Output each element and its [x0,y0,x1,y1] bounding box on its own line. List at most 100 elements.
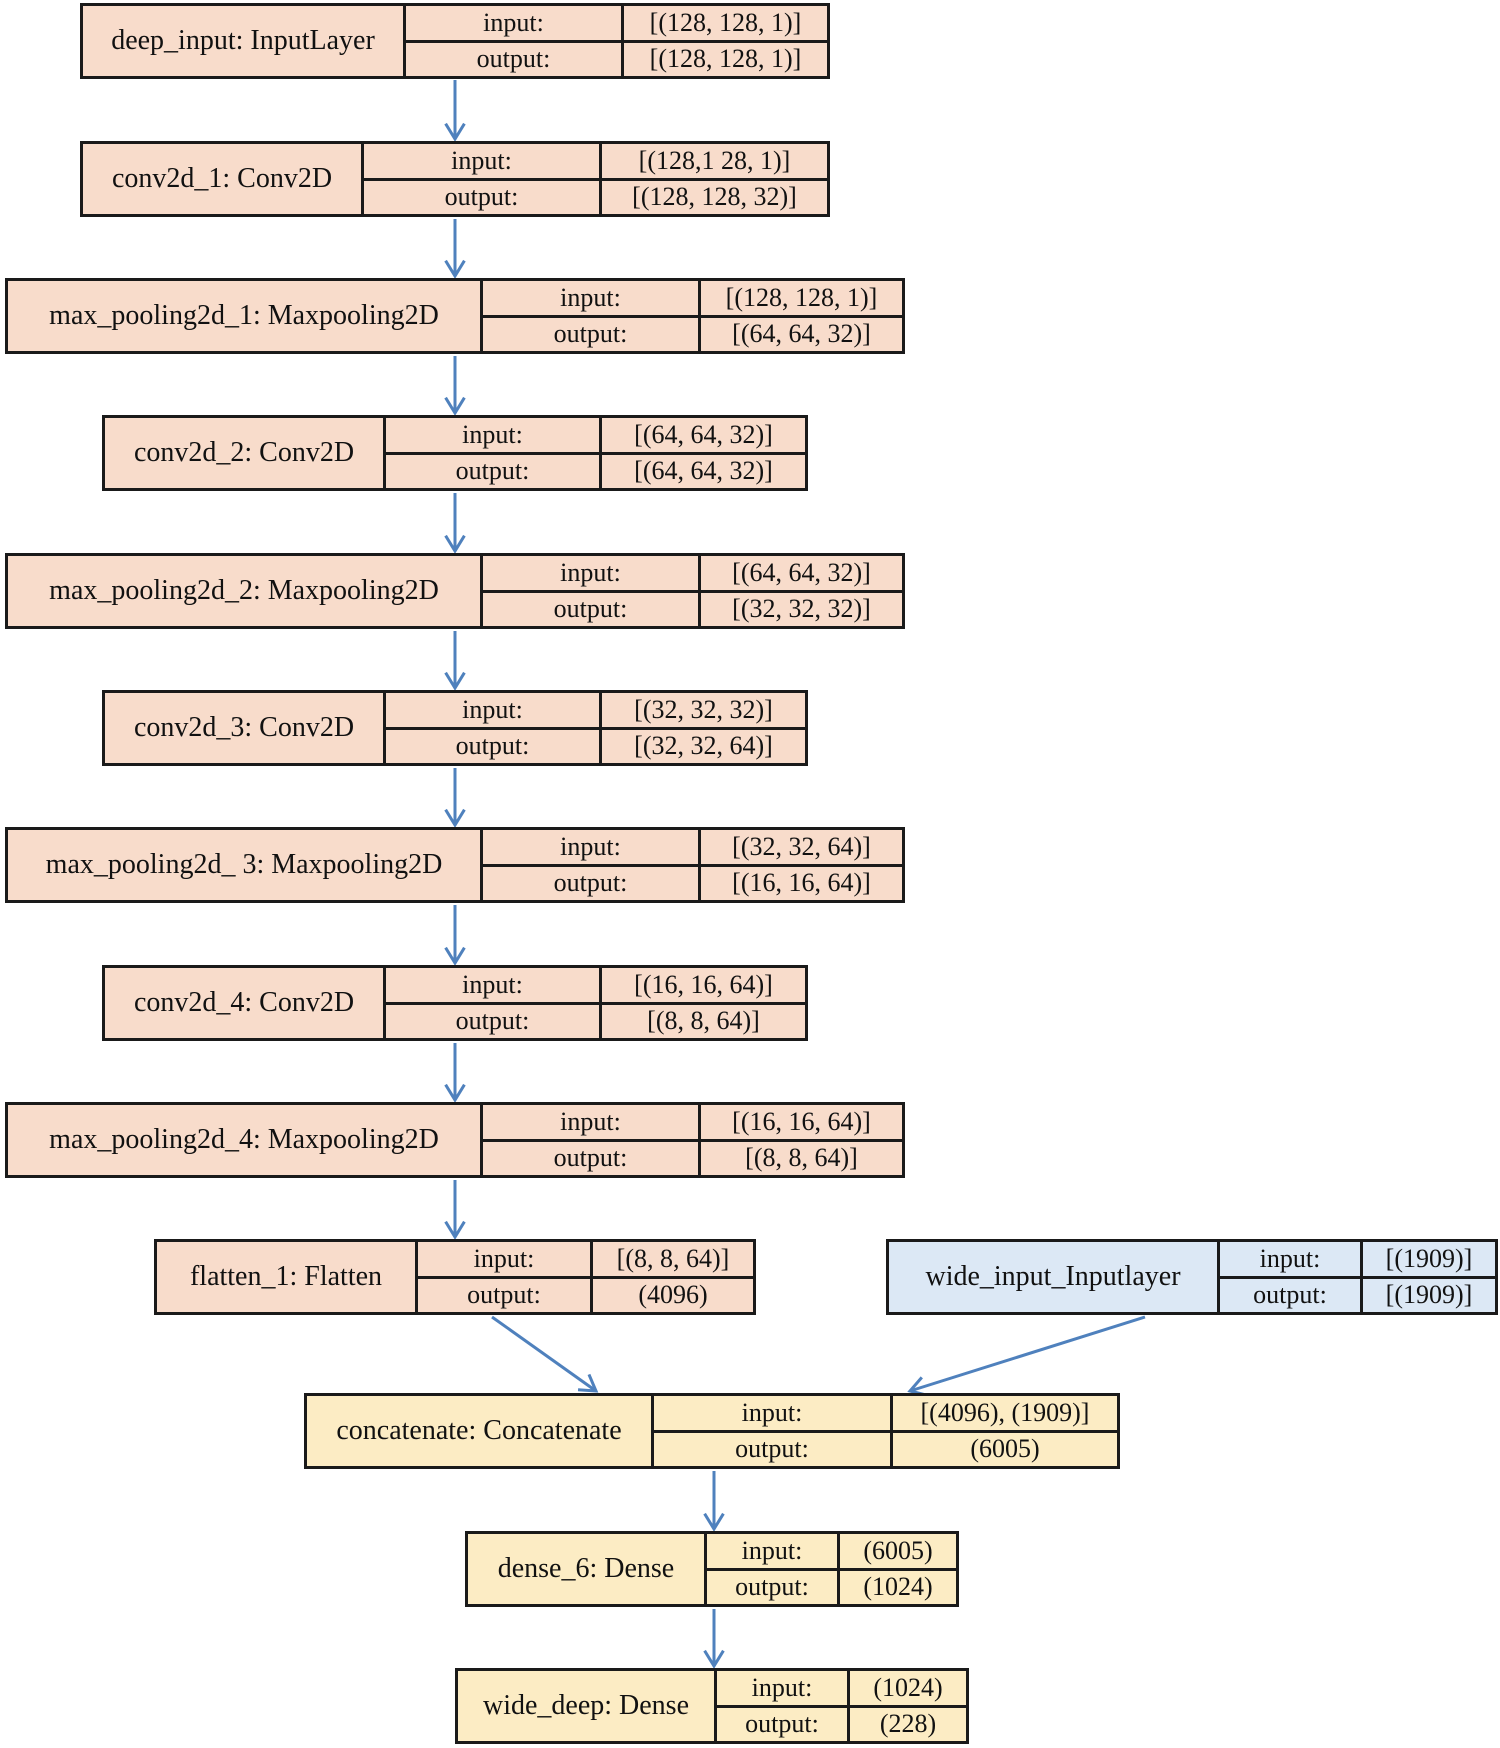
input-row: input:[(4096), (1909)] [654,1396,1117,1433]
output-shape: (228) [879,1709,937,1739]
output-row: output: [(8, 8, 64)] [386,1004,805,1038]
input-label: input: [364,144,602,178]
input-row: input: (1024) [717,1671,966,1708]
input-label: input: [483,556,701,590]
output-shape: [(1909)] [1385,1280,1473,1310]
output-row: output:[(1909)] [1220,1278,1495,1312]
input-shape: (6005) [863,1535,933,1565]
output-label: output: [707,1570,840,1604]
output-row: output:[(128, 128, 32)] [364,180,827,214]
layer-name: flatten_1: Flatten [157,1242,418,1312]
arrow-flatten-1-to-concatenate [491,1315,599,1393]
output-label: output: [386,729,602,763]
input-row: input: [(64, 64, 32)] [386,418,805,455]
output-shape: [(32, 32, 64)] [634,731,773,761]
output-row: output: (228) [717,1707,966,1741]
input-label: input: [418,1242,593,1276]
arrow-max-pooling2d-4-to-flatten-1 [444,1180,466,1240]
input-label: input: [386,418,602,452]
output-row: output: [(32, 32, 64)] [386,729,805,763]
arrow-deep-input-to-conv2d-1 [444,80,466,142]
layer-name: wide_deep: Dense [458,1671,717,1741]
arrow-conv2d-2-to-max-pooling2d-2 [444,493,466,554]
input-label: input: [707,1534,840,1568]
input-label: input: [406,6,624,40]
output-row: output:[(64, 64, 32)] [483,317,902,351]
arrow-conv2d-1-to-max-pooling2d-1 [444,219,466,279]
layer-name: conv2d_3: Conv2D [105,693,386,763]
output-label: output: [386,1004,602,1038]
input-shape: [(32, 32, 64)] [732,831,871,861]
layer-name: max_pooling2d_4: Maxpooling2D [8,1105,483,1175]
input-shape: [(32, 32, 32)] [634,694,773,724]
input-label: input: [717,1671,850,1705]
input-row: input:[(16, 16, 64)] [483,1105,902,1142]
output-shape: [(64, 64, 32)] [634,456,773,486]
output-row: output:[(128, 128, 1)] [406,42,827,76]
layer-name: conv2d_4: Conv2D [105,968,386,1038]
input-shape: [(64, 64, 32)] [732,557,871,587]
input-label: input: [483,281,701,315]
input-row: input: [(128, 128, 1)] [406,6,827,43]
input-shape: [(16, 16, 64)] [634,969,773,999]
input-row: input: [(16, 16, 64)] [386,968,805,1005]
layer-name: max_pooling2d_2: Maxpooling2D [8,556,483,626]
input-shape: [(128, 128, 1)] [649,7,802,37]
output-row: output:(4096) [418,1278,753,1312]
output-row: output:(1024) [707,1570,956,1604]
output-label: output: [717,1707,850,1741]
input-shape: [(64, 64, 32)] [634,419,773,449]
output-shape: [(128, 128, 1)] [649,44,802,74]
output-label: output: [483,1141,701,1175]
arrow-conv2d-3-to-max-pooling2d-3 [444,768,466,828]
output-shape: [(8, 8, 64)] [647,1006,760,1036]
input-row: input:[(32, 32, 64)] [483,830,902,867]
input-shape: [(128,1 28, 1)] [638,145,791,175]
output-label: output: [418,1278,593,1312]
arrow-concatenate-to-dense-6 [703,1471,725,1532]
input-row: input: [(64, 64, 32)] [483,556,902,593]
input-row: input:[(8, 8, 64)] [418,1242,753,1279]
output-shape: [(32, 32, 32)] [732,594,871,624]
output-label: output: [386,454,602,488]
output-shape: [(8, 8, 64)] [745,1143,858,1173]
input-row: input:[(1909)] [1220,1242,1495,1279]
arrow-conv2d-4-to-max-pooling2d-4 [444,1043,466,1103]
output-label: output: [654,1432,893,1466]
output-shape: [(16, 16, 64)] [732,868,871,898]
layer-name: conv2d_2: Conv2D [105,418,386,488]
layer-name: max_pooling2d_1: Maxpooling2D [8,281,483,351]
layer-name: conv2d_1: Conv2D [83,144,364,214]
output-row: output: [(32, 32, 32)] [483,592,902,626]
output-label: output: [483,317,701,351]
arrow-max-pooling2d-1-to-conv2d-2 [444,356,466,416]
layer-name: dense_6: Dense [468,1534,707,1604]
input-label: input: [386,968,602,1002]
input-shape: (1024) [873,1672,943,1702]
output-row: output: [(64, 64, 32)] [386,454,805,488]
input-row: input: [(128, 128, 1)] [483,281,902,318]
input-shape: [(4096), (1909)] [920,1397,1090,1427]
output-row: output: [(8, 8, 64)] [483,1141,902,1175]
input-shape: [(16, 16, 64)] [732,1106,871,1136]
input-shape: [(128, 128, 1)] [725,282,878,312]
output-row: output:[(16, 16, 64)] [483,866,902,900]
output-label: output: [483,592,701,626]
output-row: output:(6005) [654,1432,1117,1466]
output-shape: [(128, 128, 32)] [632,182,797,212]
arrow-wide-input-to-concatenate [907,1315,1146,1397]
arrow-max-pooling2d-2-to-conv2d-3 [444,631,466,691]
